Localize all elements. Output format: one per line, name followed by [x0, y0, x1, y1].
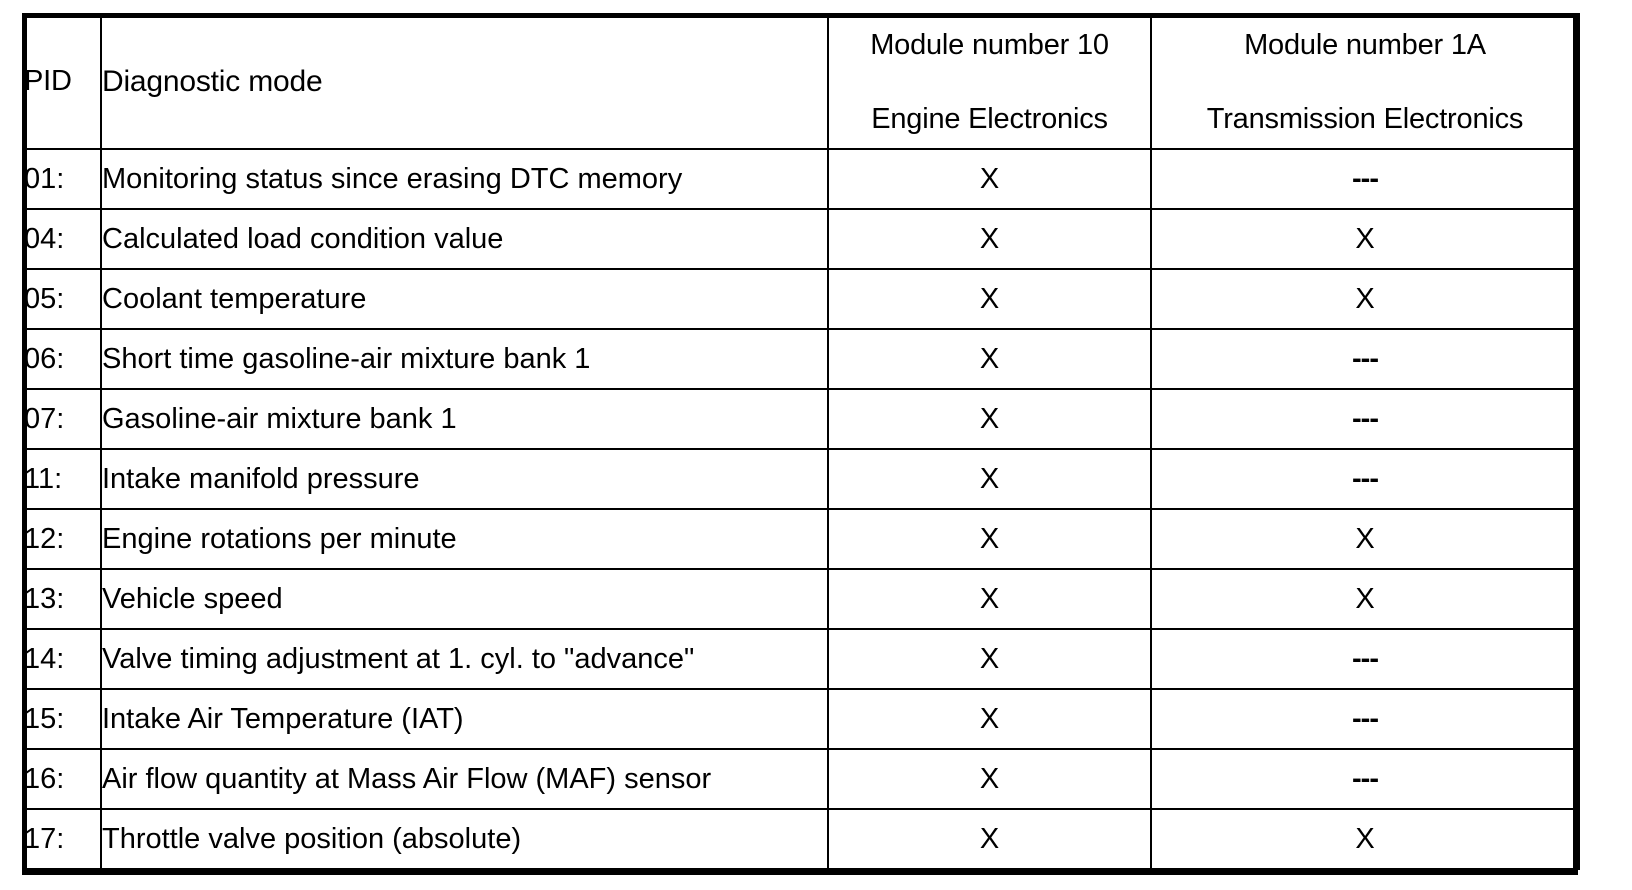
cell-diagnostic-mode: Short time gasoline-air mixture bank 1: [100, 328, 829, 390]
column-header-module-1a: Module number 1A Transmission Electronic…: [1150, 13, 1580, 150]
cell-module-10-support: X: [827, 568, 1152, 630]
header-row: PID Diagnostic mode Module number 10 Eng…: [22, 13, 1580, 150]
cell-pid: 15:: [22, 688, 102, 750]
cell-diagnostic-mode: Intake manifold pressure: [100, 448, 829, 510]
cell-module-1a-support: ---: [1150, 628, 1580, 690]
module-1a-number-label: Module number 1A: [1244, 28, 1486, 61]
cell-pid: 04:: [22, 208, 102, 270]
cell-module-1a-support: X: [1150, 268, 1580, 330]
cell-module-10-support: X: [827, 328, 1152, 390]
cell-module-10-support: X: [827, 388, 1152, 450]
cell-module-10-support: X: [827, 628, 1152, 690]
column-header-diagnostic-mode: Diagnostic mode: [100, 13, 829, 150]
cell-pid: 11:: [22, 448, 102, 510]
cell-pid: 01:: [22, 148, 102, 210]
cell-pid: 07:: [22, 388, 102, 450]
cell-diagnostic-mode: Air flow quantity at Mass Air Flow (MAF)…: [100, 748, 829, 810]
module-10-name-label: Engine Electronics: [871, 102, 1108, 135]
cell-module-1a-support: X: [1150, 208, 1580, 270]
cell-diagnostic-mode: Monitoring status since erasing DTC memo…: [100, 148, 829, 210]
cell-pid: 13:: [22, 568, 102, 630]
column-header-pid: PID: [22, 13, 102, 150]
cell-diagnostic-mode: Vehicle speed: [100, 568, 829, 630]
table-row: 16:Air flow quantity at Mass Air Flow (M…: [22, 748, 1580, 810]
cell-pid: 12:: [22, 508, 102, 570]
cell-module-10-support: X: [827, 148, 1152, 210]
cell-module-1a-support: X: [1150, 808, 1580, 870]
pid-diagnostic-table: PID Diagnostic mode Module number 10 Eng…: [22, 13, 1580, 870]
cell-pid: 14:: [22, 628, 102, 690]
cell-module-1a-support: ---: [1150, 688, 1580, 750]
cell-module-10-support: X: [827, 448, 1152, 510]
cell-module-1a-support: ---: [1150, 748, 1580, 810]
cell-module-10-support: X: [827, 508, 1152, 570]
table-body: 01:Monitoring status since erasing DTC m…: [22, 148, 1580, 870]
cell-module-10-support: X: [827, 268, 1152, 330]
cell-pid: 16:: [22, 748, 102, 810]
cell-module-1a-support: X: [1150, 568, 1580, 630]
column-header-module-10: Module number 10 Engine Electronics: [827, 13, 1152, 150]
table-row: 06:Short time gasoline-air mixture bank …: [22, 328, 1580, 390]
cell-module-1a-support: ---: [1150, 448, 1580, 510]
cell-module-10-support: X: [827, 808, 1152, 870]
cell-pid: 05:: [22, 268, 102, 330]
cell-module-10-support: X: [827, 208, 1152, 270]
cell-module-1a-support: ---: [1150, 148, 1580, 210]
cell-module-1a-support: ---: [1150, 328, 1580, 390]
table-row: 14:Valve timing adjustment at 1. cyl. to…: [22, 628, 1580, 690]
cell-diagnostic-mode: Engine rotations per minute: [100, 508, 829, 570]
table-header: PID Diagnostic mode Module number 10 Eng…: [22, 13, 1580, 150]
table-row: 01:Monitoring status since erasing DTC m…: [22, 148, 1580, 210]
module-1a-name-label: Transmission Electronics: [1206, 102, 1524, 135]
cell-pid: 17:: [22, 808, 102, 870]
cell-module-10-support: X: [827, 688, 1152, 750]
cell-module-1a-support: X: [1150, 508, 1580, 570]
cell-diagnostic-mode: Throttle valve position (absolute): [100, 808, 829, 870]
cell-diagnostic-mode: Valve timing adjustment at 1. cyl. to "a…: [100, 628, 829, 690]
table-row: 15:Intake Air Temperature (IAT)X---: [22, 688, 1580, 750]
cell-diagnostic-mode: Gasoline-air mixture bank 1: [100, 388, 829, 450]
cell-pid: 06:: [22, 328, 102, 390]
cell-diagnostic-mode: Calculated load condition value: [100, 208, 829, 270]
cell-diagnostic-mode: Coolant temperature: [100, 268, 829, 330]
cell-module-1a-support: ---: [1150, 388, 1580, 450]
cell-module-10-support: X: [827, 748, 1152, 810]
module-10-number-label: Module number 10: [870, 28, 1109, 61]
cell-diagnostic-mode: Intake Air Temperature (IAT): [100, 688, 829, 750]
